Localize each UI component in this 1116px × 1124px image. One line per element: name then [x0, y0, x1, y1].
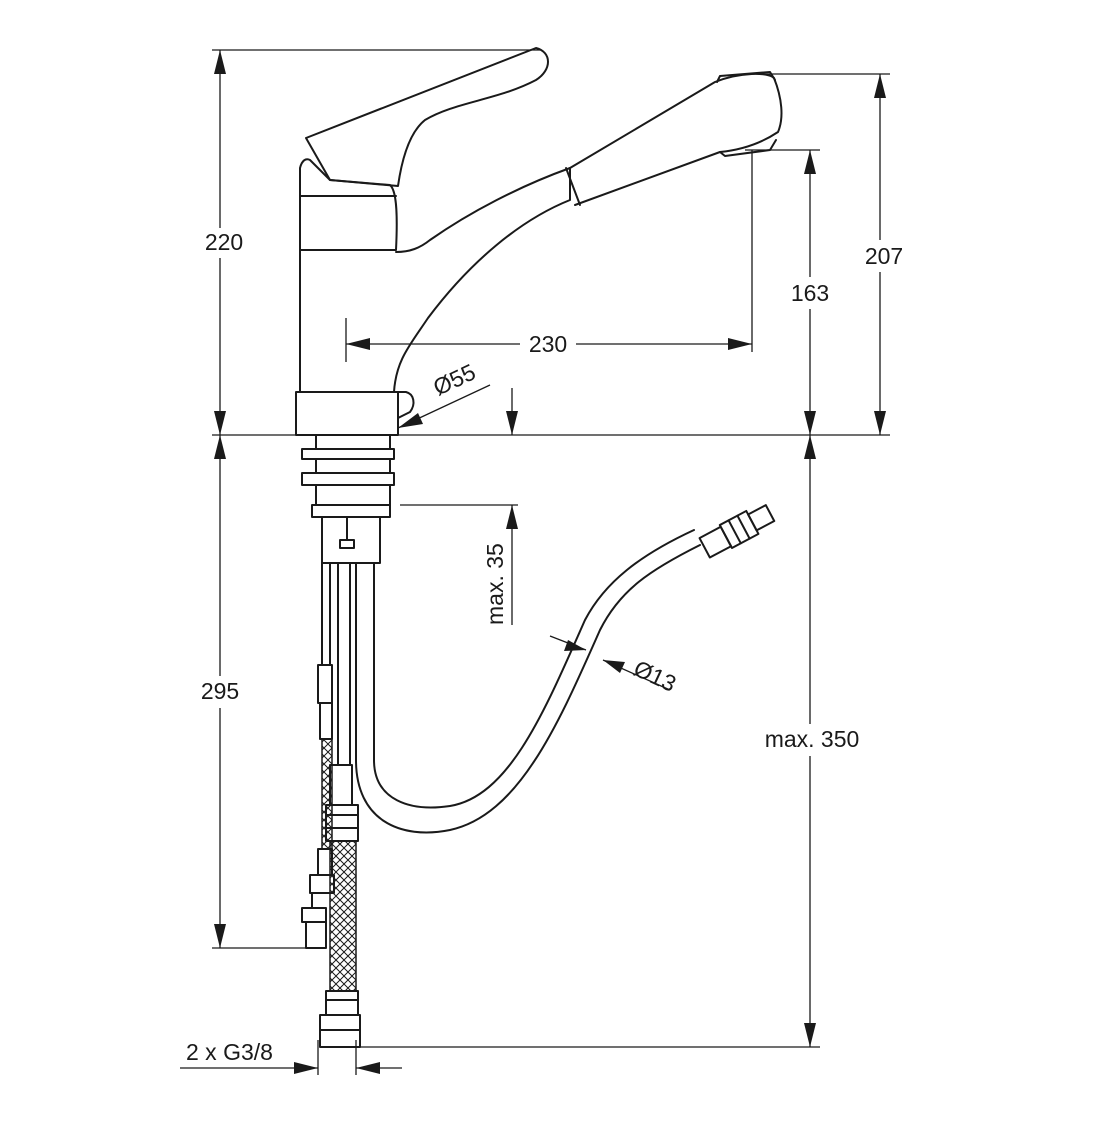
body-cylinder	[299, 167, 571, 393]
supply-hoses	[301, 562, 361, 1048]
label-hose-diameter: Ø13	[630, 655, 680, 697]
label-max-hose-length: max. 350	[765, 726, 860, 752]
label-base-diameter: Ø55	[429, 359, 479, 401]
dimension-lines	[180, 49, 890, 1075]
lever-handle	[305, 47, 549, 187]
faucet-body	[295, 47, 783, 436]
pull-out-hose	[355, 504, 776, 834]
label-spout-height: 207	[865, 243, 903, 269]
label-connection: 2 x G3/8	[186, 1039, 273, 1065]
spout	[569, 72, 783, 206]
cartridge-cap	[299, 158, 398, 251]
label-reach: 230	[529, 331, 567, 357]
label-total-height: 220	[205, 229, 243, 255]
base-ring	[295, 391, 399, 436]
label-outlet-height: 163	[791, 280, 829, 306]
dimension-labels: 220 207 163 230 Ø55 max. 35 Ø13 295 max.…	[186, 229, 903, 1065]
hose-connector	[698, 504, 776, 559]
label-below-deck-length: 295	[201, 678, 239, 704]
label-max-deck-thickness: max. 35	[482, 543, 508, 625]
mounting-assembly	[301, 434, 395, 564]
diverter-button	[393, 391, 415, 419]
